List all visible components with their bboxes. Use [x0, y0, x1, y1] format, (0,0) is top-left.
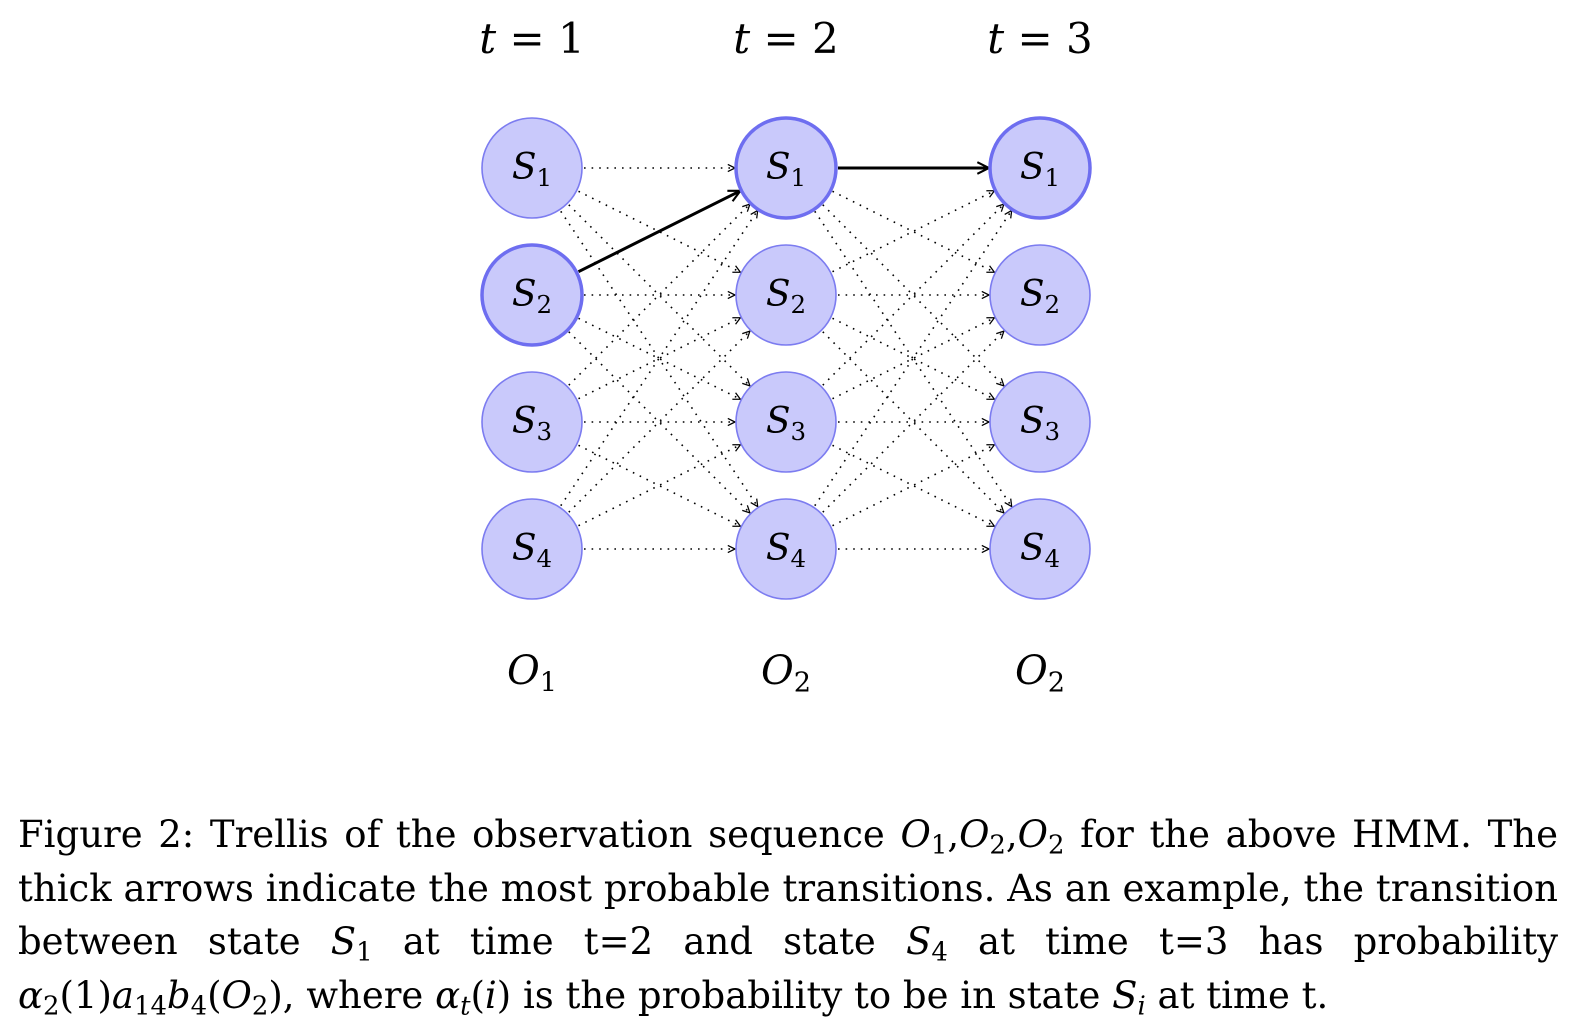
state-node-t2-s3: [735, 371, 837, 473]
transition-t1-s3-to-t2-s4: [578, 444, 741, 527]
state-label-t3-s4: S4: [1019, 528, 1061, 573]
state-label-t2-s3: S3: [765, 401, 807, 446]
transition-t2-s3-to-t3-s1: [822, 204, 1004, 386]
state-label-t2-s4: S4: [765, 528, 807, 573]
state-nodes: [480, 116, 1092, 600]
state-node-t3-s1: [988, 116, 1092, 220]
transition-t2-s4-to-t3-s1: [814, 210, 1012, 507]
state-node-t2-s1: [734, 116, 838, 220]
trellis-diagram: [480, 116, 1092, 600]
transition-t1-s1-to-t2-s3: [568, 204, 750, 386]
observation-label-3: O2: [1014, 648, 1066, 699]
transition-t1-s4-to-t2-s3: [578, 444, 741, 527]
state-node-t3-s4: [989, 498, 1091, 600]
transition-t2-s2-to-t3-s4: [822, 331, 1004, 513]
transition-t1-s2-to-t2-s3: [578, 317, 741, 400]
figure-caption: Figure 2: Trellis of the observation seq…: [18, 813, 1558, 1021]
state-node-t2-s2: [735, 244, 837, 346]
state-label-t2-s1: S1: [765, 147, 807, 192]
transition-t1-s1-to-t2-s4: [560, 210, 758, 506]
state-label-t1-s3: S3: [511, 401, 553, 446]
transition-t2-s1-to-t3-s3: [822, 204, 1004, 386]
transition-t2-s3-to-t3-s4: [832, 444, 995, 527]
transition-t1-s3-to-t2-s1: [568, 204, 750, 386]
state-label-t3-s3: S3: [1019, 401, 1061, 446]
transition-t2-s2-to-t3-s3: [832, 317, 995, 400]
state-label-t2-s2: S2: [765, 274, 807, 319]
time-step-label-3: t = 3: [987, 14, 1093, 63]
transition-t2-s4-to-t3-s3: [832, 444, 995, 527]
state-node-t1-s2: [480, 243, 584, 347]
transition-t2-s2-to-t3-s1: [832, 190, 995, 273]
observation-label-2: O2: [760, 648, 812, 699]
transition-edges: [560, 168, 1012, 549]
state-node-t1-s3: [481, 371, 583, 473]
transition-t2-s1-to-t3-s4: [814, 210, 1012, 506]
state-label-t1-s4: S4: [511, 528, 553, 573]
state-node-t1-s1: [481, 117, 583, 219]
state-label-t1-s1: S1: [511, 147, 553, 192]
observation-label-1: O1: [506, 648, 558, 699]
state-label-t3-s1: S1: [1019, 147, 1061, 192]
state-node-t3-s2: [989, 244, 1091, 346]
state-label-t1-s2: S2: [511, 274, 553, 319]
transition-t1-s4-to-t2-s1: [560, 210, 758, 507]
time-step-label-2: t = 2: [733, 14, 839, 63]
state-node-t1-s4: [481, 498, 583, 600]
state-node-t3-s3: [989, 371, 1091, 473]
transition-t1-s3-to-t2-s2: [578, 317, 741, 400]
state-node-t2-s4: [735, 498, 837, 600]
thick-transition-t1-s2-to-t2-s1: [577, 189, 741, 274]
state-label-t3-s2: S2: [1019, 274, 1061, 319]
transition-t1-s2-to-t2-s4: [568, 331, 750, 513]
transition-t2-s3-to-t3-s2: [832, 317, 995, 400]
transition-t2-s1-to-t3-s2: [832, 190, 995, 273]
time-step-label-1: t = 1: [479, 14, 585, 63]
transition-t1-s4-to-t2-s2: [568, 331, 750, 513]
transition-t2-s4-to-t3-s2: [822, 331, 1004, 513]
